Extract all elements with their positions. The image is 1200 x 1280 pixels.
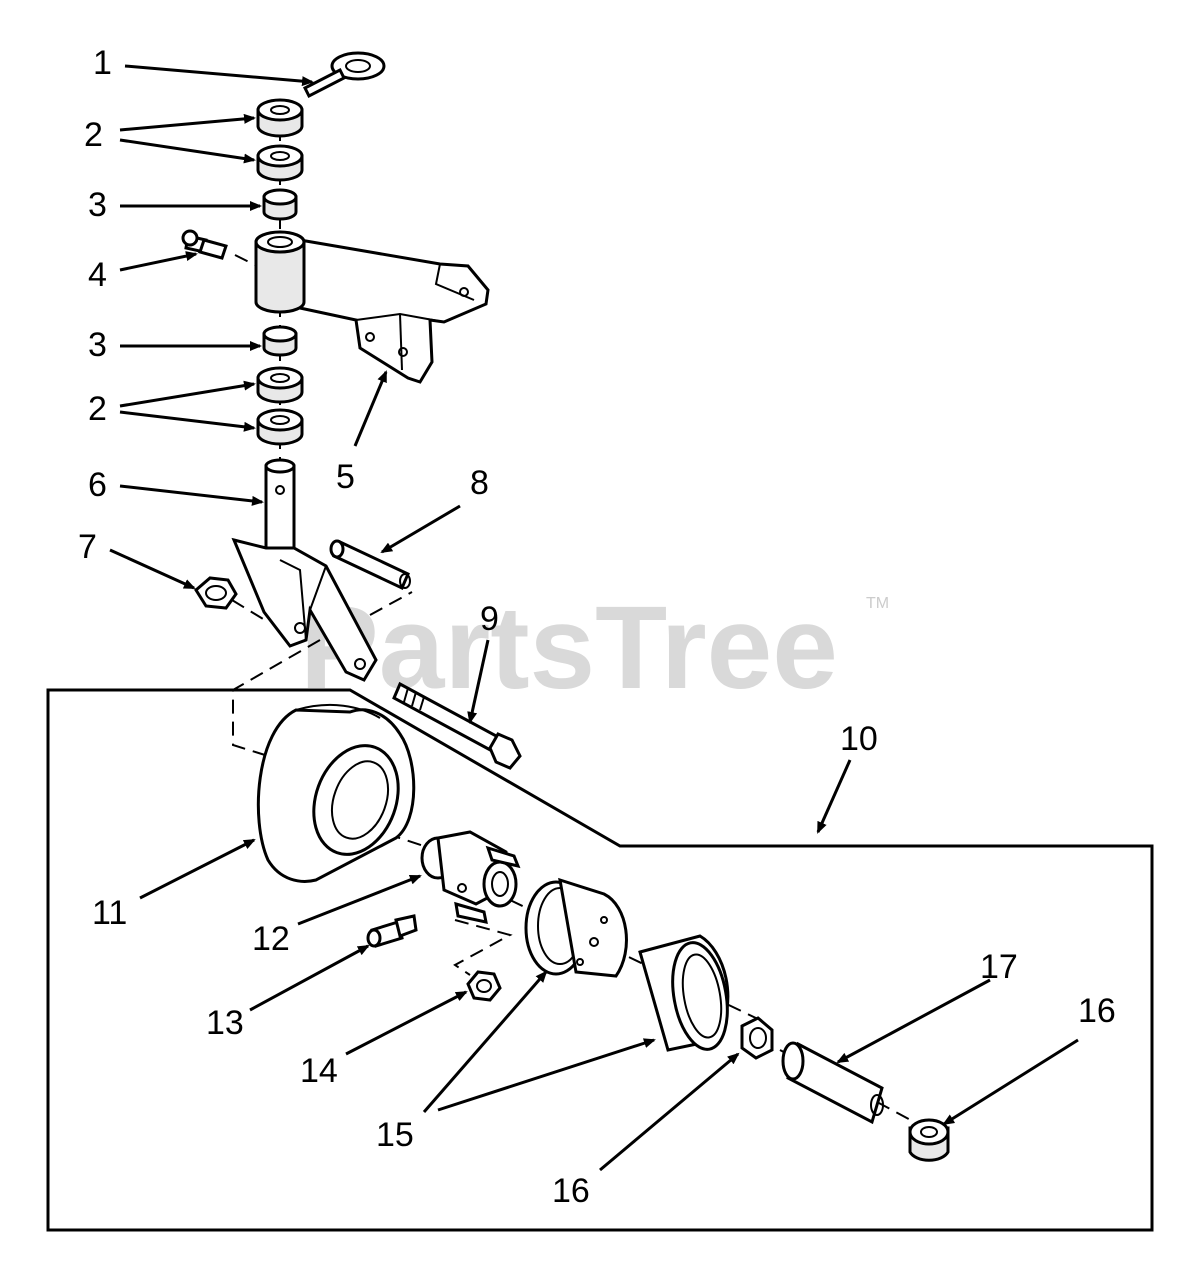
callout-9: 9 <box>480 600 499 638</box>
axle-bolt <box>392 681 522 770</box>
callout-6: 6 <box>88 466 107 504</box>
spacer-washer-middle <box>740 1016 774 1060</box>
callout-7: 7 <box>78 528 97 566</box>
washer-top-upper <box>256 98 304 138</box>
trademark-symbol: TM <box>866 595 889 612</box>
washer-bottom-lower <box>256 408 304 446</box>
callout-16-right: 16 <box>1078 992 1116 1030</box>
bushing-bottom <box>262 325 298 357</box>
callout-labels: 1 2 3 4 3 2 5 6 8 7 9 10 11 12 13 14 15 … <box>78 44 1116 1210</box>
callout-4: 4 <box>88 256 107 294</box>
callout-5: 5 <box>336 458 355 496</box>
grease-fitting-hub <box>366 914 418 948</box>
callout-15: 15 <box>376 1116 414 1154</box>
callout-17: 17 <box>980 948 1018 986</box>
callout-1: 1 <box>93 44 112 82</box>
callout-2-top: 2 <box>84 116 103 154</box>
callout-3-bottom: 3 <box>88 326 107 364</box>
axle-spacer-tube <box>781 1041 884 1125</box>
bushing-top <box>262 188 298 221</box>
lock-nut <box>194 576 238 610</box>
callout-8: 8 <box>470 464 489 502</box>
callout-3-top: 3 <box>88 186 107 224</box>
bearing-cup <box>638 934 730 1052</box>
wheel-hub <box>420 830 521 924</box>
hub-nut <box>466 970 502 1002</box>
wheel-tire <box>256 704 416 883</box>
callout-12: 12 <box>252 920 290 958</box>
spacer-washer-right <box>908 1118 950 1162</box>
callout-16-middle: 16 <box>552 1172 590 1210</box>
callout-14: 14 <box>300 1052 338 1090</box>
bearing-flange <box>524 877 628 978</box>
callout-13: 13 <box>206 1004 244 1042</box>
partstree-watermark: PartsTree <box>300 582 838 714</box>
caster-fork <box>231 458 378 682</box>
leader-lines <box>109 64 1079 1172</box>
callout-11: 11 <box>92 894 127 932</box>
spacer-tube <box>329 539 411 591</box>
grease-fitting-top <box>181 229 228 260</box>
washer-top-lower <box>256 144 304 182</box>
callout-2-bottom: 2 <box>88 390 107 428</box>
pin-part <box>302 51 386 99</box>
caster-mounting-bracket <box>254 230 490 384</box>
callout-10: 10 <box>840 720 878 758</box>
washer-bottom-upper <box>256 366 304 404</box>
wheel-assembly-frame <box>46 688 1154 1232</box>
